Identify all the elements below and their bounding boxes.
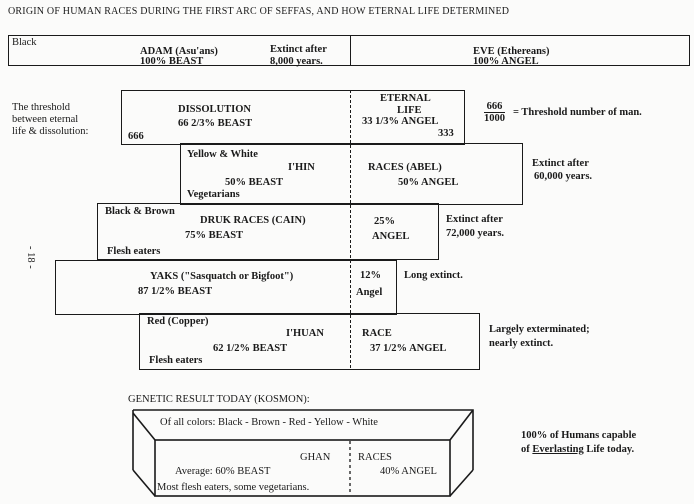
yaks-name: YAKS ("Sasquatch or Bigfoot") <box>150 271 294 282</box>
druk-name: DRUK RACES (CAIN) <box>200 215 306 226</box>
beast-number: 666 <box>128 131 144 142</box>
dissolution-beast: 66 2/3% BEAST <box>178 118 253 129</box>
ihin-races: RACES (ABEL) <box>368 162 442 173</box>
adam-note-1: Extinct after <box>270 44 327 55</box>
eternal-label-1: ETERNAL <box>380 93 431 104</box>
ihin-beast: 50% BEAST <box>225 177 284 188</box>
note-prefix: of <box>521 444 533 455</box>
yaks-note: Long extinct. <box>404 270 463 281</box>
note-suffix: Life today. <box>583 444 635 455</box>
ihuan-name: I'HUAN <box>286 328 324 339</box>
yaks-angel-label: Angel <box>356 287 383 298</box>
eternal-angel: 33 1/3% ANGEL <box>362 116 439 127</box>
note-underlined: Everlasting <box>532 444 584 455</box>
kosmon-races: RACES <box>358 452 392 463</box>
kosmon-note-2: of Everlasting Life today. <box>521 444 634 456</box>
threshold-label-2: between eternal <box>12 114 79 125</box>
ihin-note-1: Extinct after <box>532 158 589 169</box>
ihin-color: Yellow & White <box>187 149 258 160</box>
ihin-angel: 50% ANGEL <box>398 177 459 188</box>
eve-name: EVE (Ethereans) <box>473 46 550 57</box>
ihuan-box <box>139 313 480 370</box>
druk-angel-percent: 25% <box>374 216 395 227</box>
threshold-box <box>121 90 465 145</box>
ihin-diet: Vegetarians <box>187 189 240 200</box>
divider-adam-eve <box>350 35 351 65</box>
adam-color: Black <box>12 37 37 48</box>
ihuan-diet: Flesh eaters <box>149 355 203 366</box>
adam-note-2: 8,000 years. <box>270 56 323 67</box>
druk-note-2: 72,000 years. <box>446 228 505 239</box>
ihuan-angel: 37 1/2% ANGEL <box>370 343 447 354</box>
ihuan-color: Red (Copper) <box>147 316 209 327</box>
kosmon-note-1: 100% of Humans capable <box>521 430 637 441</box>
ihuan-race: RACE <box>362 328 392 339</box>
druk-note-1: Extinct after <box>446 214 503 225</box>
ihuan-beast: 62 1/2% BEAST <box>213 343 288 354</box>
druk-color: Black & Brown <box>105 206 175 217</box>
page-title: ORIGIN OF HUMAN RACES DURING THE FIRST A… <box>8 6 510 17</box>
threshold-label-3: life & dissolution: <box>12 126 89 137</box>
eve-angel: 100% ANGEL <box>473 56 539 67</box>
adam-beast: 100% BEAST <box>140 56 204 67</box>
kosmon-heading: GENETIC RESULT TODAY (KOSMON): <box>128 394 310 405</box>
eternal-label-2: LIFE <box>397 105 422 116</box>
kosmon-diet: Most flesh eaters, some vegetarians. <box>157 482 310 493</box>
kosmon-angel: 40% ANGEL <box>380 466 437 477</box>
ihin-note-2: 60,000 years. <box>534 171 593 182</box>
threshold-note: = Threshold number of man. <box>513 107 642 118</box>
druk-box <box>97 203 439 260</box>
druk-diet: Flesh eaters <box>107 246 161 257</box>
ihuan-note-2: nearly extinct. <box>489 338 554 349</box>
yaks-beast: 87 1/2% BEAST <box>138 286 213 297</box>
kosmon-ghan: GHAN <box>300 452 331 463</box>
fraction-numerator: 666 <box>484 101 505 113</box>
kosmon-beast: Average: 60% BEAST <box>175 466 271 477</box>
beast-angel-divider <box>350 90 351 368</box>
yaks-box <box>55 260 397 315</box>
ihin-name: I'HIN <box>288 162 315 173</box>
druk-beast: 75% BEAST <box>185 230 244 241</box>
dissolution-label: DISSOLUTION <box>178 104 251 115</box>
yaks-angel-percent: 12% <box>360 270 381 281</box>
angel-number: 333 <box>438 128 454 139</box>
adam-eve-box <box>8 35 690 66</box>
druk-angel-label: ANGEL <box>372 231 410 242</box>
adam-name: ADAM (Asu'ans) <box>140 46 218 57</box>
ihin-box <box>180 143 523 205</box>
threshold-label-1: The threshold <box>12 102 71 113</box>
ihuan-note-1: Largely exterminated; <box>489 324 590 335</box>
fraction-denominator: 1000 <box>484 113 505 124</box>
kosmon-colors: Of all colors: Black - Brown - Red - Yel… <box>160 417 378 428</box>
